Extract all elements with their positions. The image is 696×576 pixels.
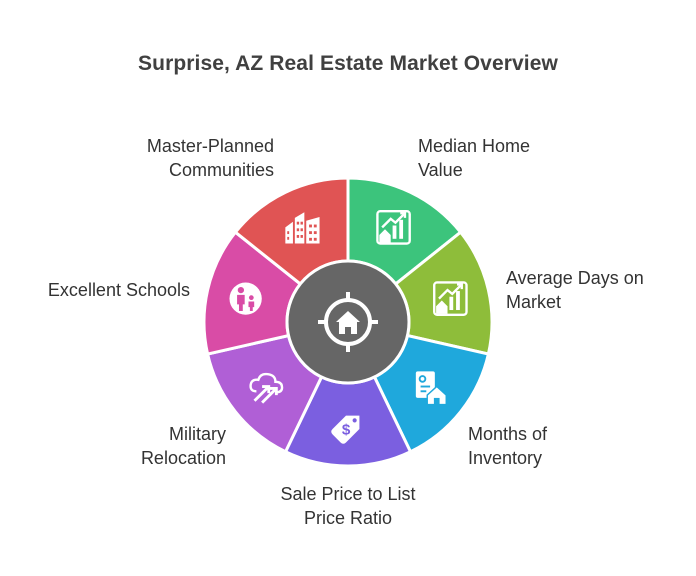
segment-label-sale-price-to-list-price-ratio: Sale Price to List Price Ratio <box>280 484 416 528</box>
target-house-icon <box>318 292 378 352</box>
segment-label-military-relocation: Military Relocation <box>140 424 226 468</box>
diagram-title: Surprise, AZ Real Estate Market Overview <box>138 52 558 75</box>
segment-label-master-planned-communities: Master-Planned Communities <box>146 136 274 180</box>
segment-label-median-home-value: Median Home Value <box>418 136 531 180</box>
parent-child-icon <box>229 282 262 315</box>
segment-label-months-of-inventory: Months of Inventory <box>468 424 548 468</box>
hub-circle <box>285 259 411 385</box>
segment-label-excellent-schools: Excellent Schools <box>47 280 190 300</box>
segment-label-average-days-on-market: Average Days on Market <box>506 268 644 312</box>
